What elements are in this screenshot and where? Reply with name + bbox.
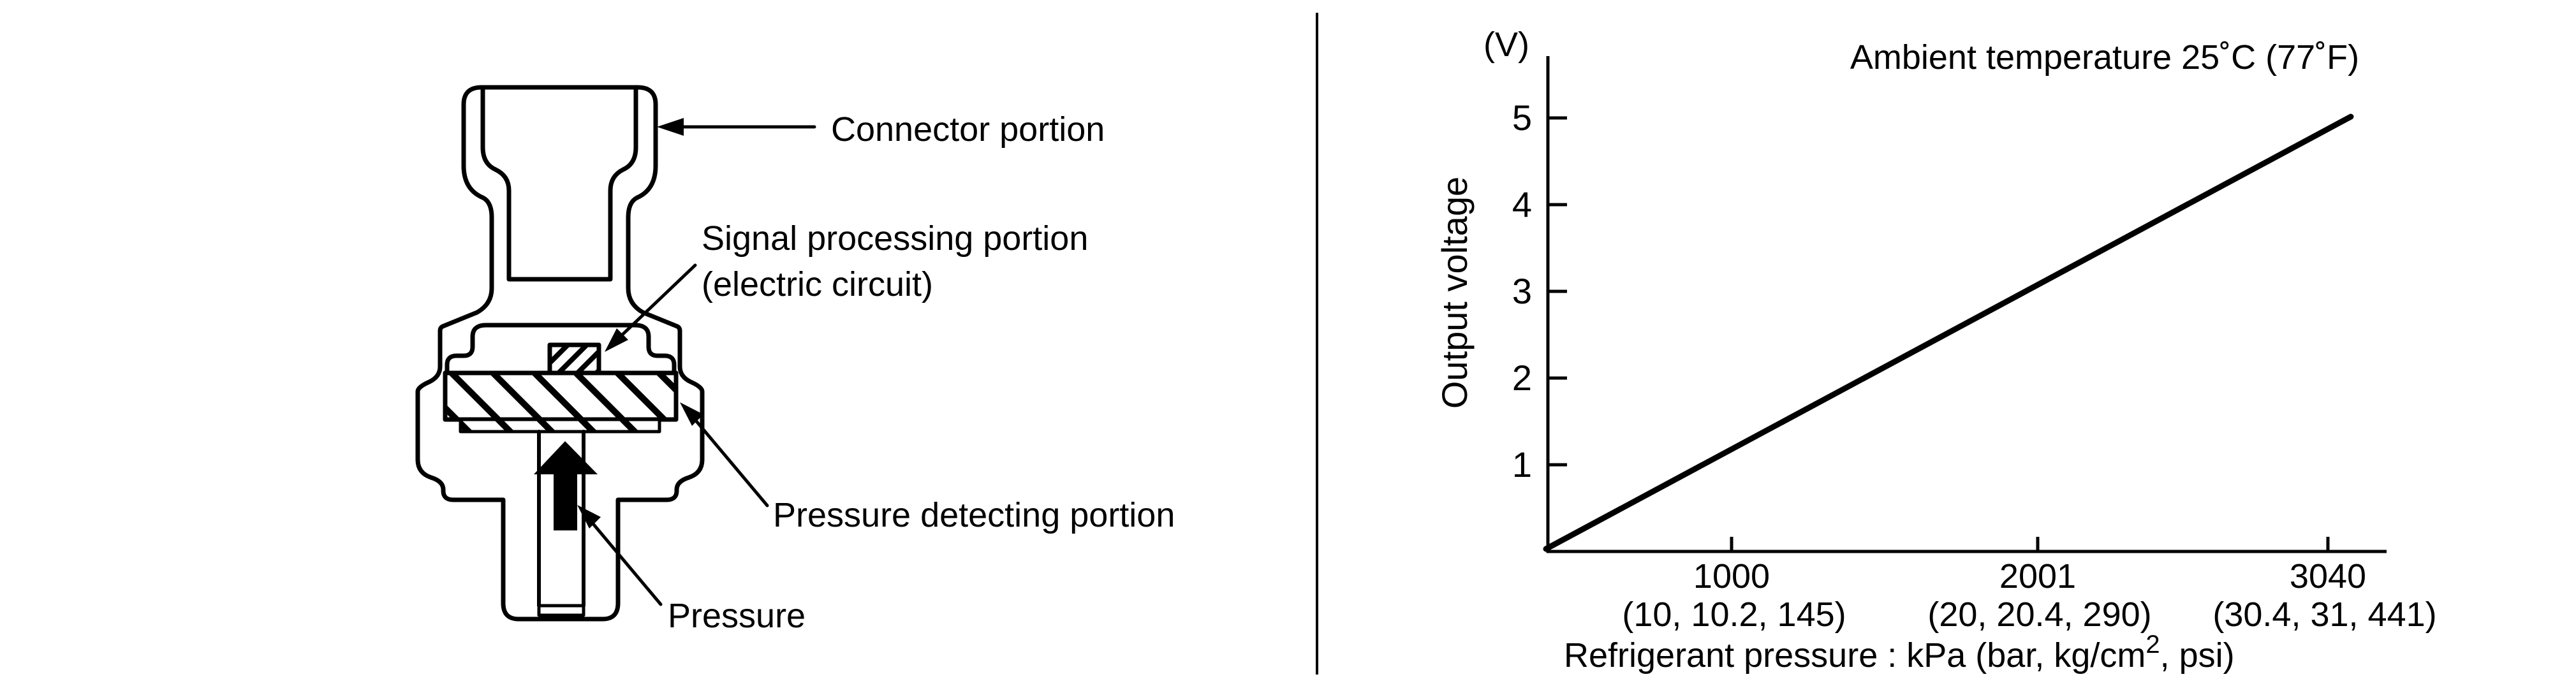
y-axis-unit-label: (V) — [1483, 26, 1529, 64]
y-tick-label-4: 4 — [1512, 184, 1532, 224]
pressure-label: Pressure — [668, 597, 806, 635]
y-tick-label-5: 5 — [1512, 98, 1532, 138]
x-tick-label-3040: 3040 — [2290, 557, 2366, 595]
x-equiv-label-1000: (10, 10.2, 145) — [1622, 595, 1846, 634]
y-tick-label-1: 1 — [1512, 444, 1532, 485]
signal-leader-arrowhead-icon — [605, 328, 628, 352]
body-inner-contour — [445, 323, 677, 376]
x-axis-title-suffix: , psi) — [2160, 636, 2235, 675]
y-tick-label-2: 2 — [1512, 358, 1532, 398]
pressure-flow-arrow-icon — [534, 441, 598, 530]
x-equiv-label-2001: (20, 20.4, 290) — [1927, 595, 2151, 634]
chart-title: Ambient temperature 25˚C (77˚F) — [1850, 38, 2359, 77]
y-tick-label-3: 3 — [1512, 271, 1532, 311]
signal-processing-chip — [547, 342, 601, 376]
connector-inner-contour — [480, 86, 638, 282]
pressure-voltage-chart: Ambient temperature 25˚C (77˚F) (V) Outp… — [1434, 26, 2437, 675]
inlet-channel-bottom-plug — [537, 604, 585, 617]
detecting-leader-line — [685, 408, 769, 507]
x-axis-title: Refrigerant pressure : kPa (bar, kg/cm2,… — [1564, 631, 2235, 675]
signal-leader-line — [610, 263, 697, 346]
connector-leader-arrowhead-icon — [657, 118, 684, 136]
x-axis-title-prefix: Refrigerant pressure : kPa (bar, kg/cm — [1564, 636, 2145, 675]
sensor-outer-body-outline — [415, 85, 705, 622]
pressure-detecting-element — [443, 370, 679, 422]
connector-portion-label: Connector portion — [831, 110, 1105, 149]
x-tick-label-1000: 1000 — [1693, 557, 1770, 595]
x-tick-label-2001: 2001 — [1999, 557, 2076, 595]
sensor-cross-section-diagram — [415, 85, 816, 622]
x-axis-title-superscript: 2 — [2145, 631, 2160, 659]
pressure-leader-arrowhead-icon — [577, 505, 601, 529]
x-equiv-label-3040: (30.4, 31, 441) — [2212, 595, 2436, 634]
pressure-detecting-label: Pressure detecting portion — [773, 496, 1175, 534]
pressure-leader-line — [582, 511, 663, 606]
output-voltage-data-line — [1543, 113, 2354, 552]
diaphragm-support-strip — [459, 418, 661, 434]
signal-processing-label-line2: (electric circuit) — [702, 265, 933, 303]
signal-processing-label-line1: Signal processing portion — [702, 219, 1088, 258]
y-axis-title: Output voltage — [1434, 177, 1475, 409]
detecting-leader-arrowhead-icon — [680, 402, 703, 426]
